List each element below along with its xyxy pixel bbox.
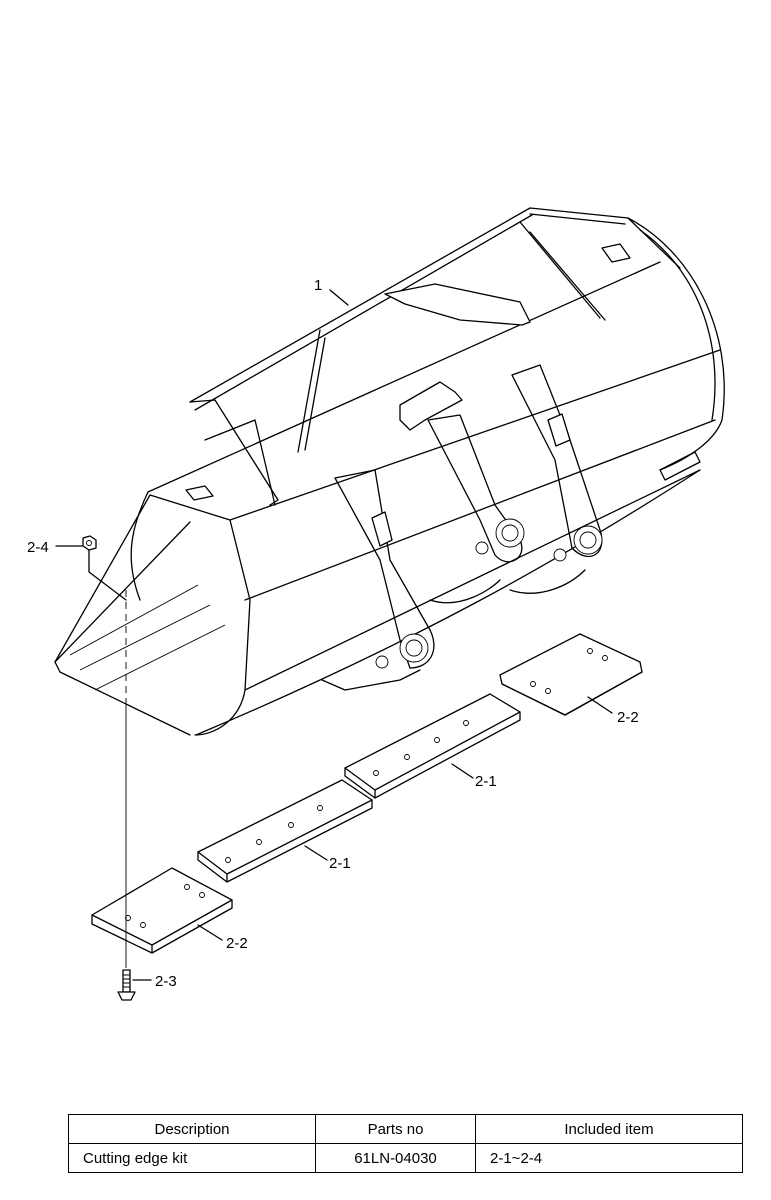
cell-parts-no: 61LN-04030 (315, 1143, 476, 1173)
nut-icon (82, 535, 97, 551)
table-header-row: Description Parts no Included item (68, 1114, 743, 1144)
table-row: Cutting edge kit 61LN-04030 2-1~2-4 (68, 1143, 743, 1173)
parts-table: Description Parts no Included item Cutti… (68, 1114, 743, 1173)
cutting-edge-end-right (499, 633, 643, 716)
cutting-edge-center-upper (344, 693, 521, 799)
header-description: Description (68, 1114, 316, 1144)
bucket-illustration (54, 207, 725, 736)
leader-lines (55, 289, 613, 981)
callout-2-1-lower: 2-1 (329, 855, 351, 872)
header-included-item: Included item (475, 1114, 743, 1144)
header-parts-no: Parts no (315, 1114, 476, 1144)
callout-2-1-upper: 2-1 (475, 773, 497, 790)
cell-included-item: 2-1~2-4 (475, 1143, 743, 1173)
callout-2-2-right: 2-2 (617, 709, 639, 726)
cutting-edge-end-left (91, 867, 233, 954)
exploded-parts-diagram: 1 2-4 2-2 2-1 2-1 2-2 2-3 (27, 207, 725, 1001)
callout-2-4: 2-4 (27, 539, 49, 556)
callout-2-3: 2-3 (155, 973, 177, 990)
callout-1: 1 (314, 277, 322, 294)
callout-2-2-left: 2-2 (226, 935, 248, 952)
cell-description: Cutting edge kit (68, 1143, 316, 1173)
nut-leader (88, 549, 127, 601)
cutting-edge-center-lower (197, 779, 373, 883)
bolt-icon (117, 969, 136, 1001)
